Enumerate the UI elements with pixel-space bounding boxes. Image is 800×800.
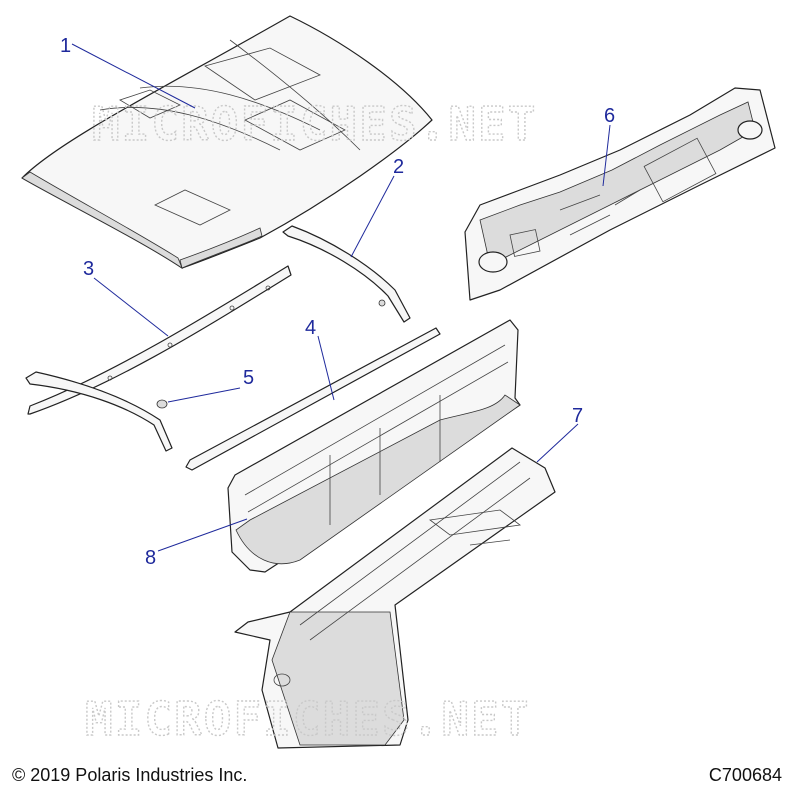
watermark-lower: MICROFICHES.NET bbox=[85, 692, 530, 746]
callout-7: 7 bbox=[572, 405, 583, 427]
callout-4: 4 bbox=[305, 317, 316, 339]
callout-1: 1 bbox=[60, 35, 71, 57]
watermark-upper: MICROFICHES.NET bbox=[92, 97, 537, 151]
part-trim-strip bbox=[185, 327, 441, 471]
callout-5: 5 bbox=[243, 367, 254, 389]
part-floor-tray bbox=[234, 447, 556, 749]
callout-3: 3 bbox=[83, 258, 94, 280]
part-dash-panel bbox=[464, 87, 776, 301]
callout-8: 8 bbox=[145, 547, 156, 569]
leader-lines bbox=[71, 43, 611, 552]
drawing-code: C700684 bbox=[708, 765, 782, 785]
copyright-notice: © 2019 Polaris Industries Inc. bbox=[12, 765, 248, 785]
part-side-rail bbox=[25, 265, 292, 452]
part-clip bbox=[156, 399, 168, 409]
part-roof bbox=[21, 15, 433, 270]
part-back-panel bbox=[227, 319, 521, 573]
callout-2: 2 bbox=[393, 156, 404, 178]
part-front-rail bbox=[282, 225, 411, 323]
callout-6: 6 bbox=[604, 105, 615, 127]
